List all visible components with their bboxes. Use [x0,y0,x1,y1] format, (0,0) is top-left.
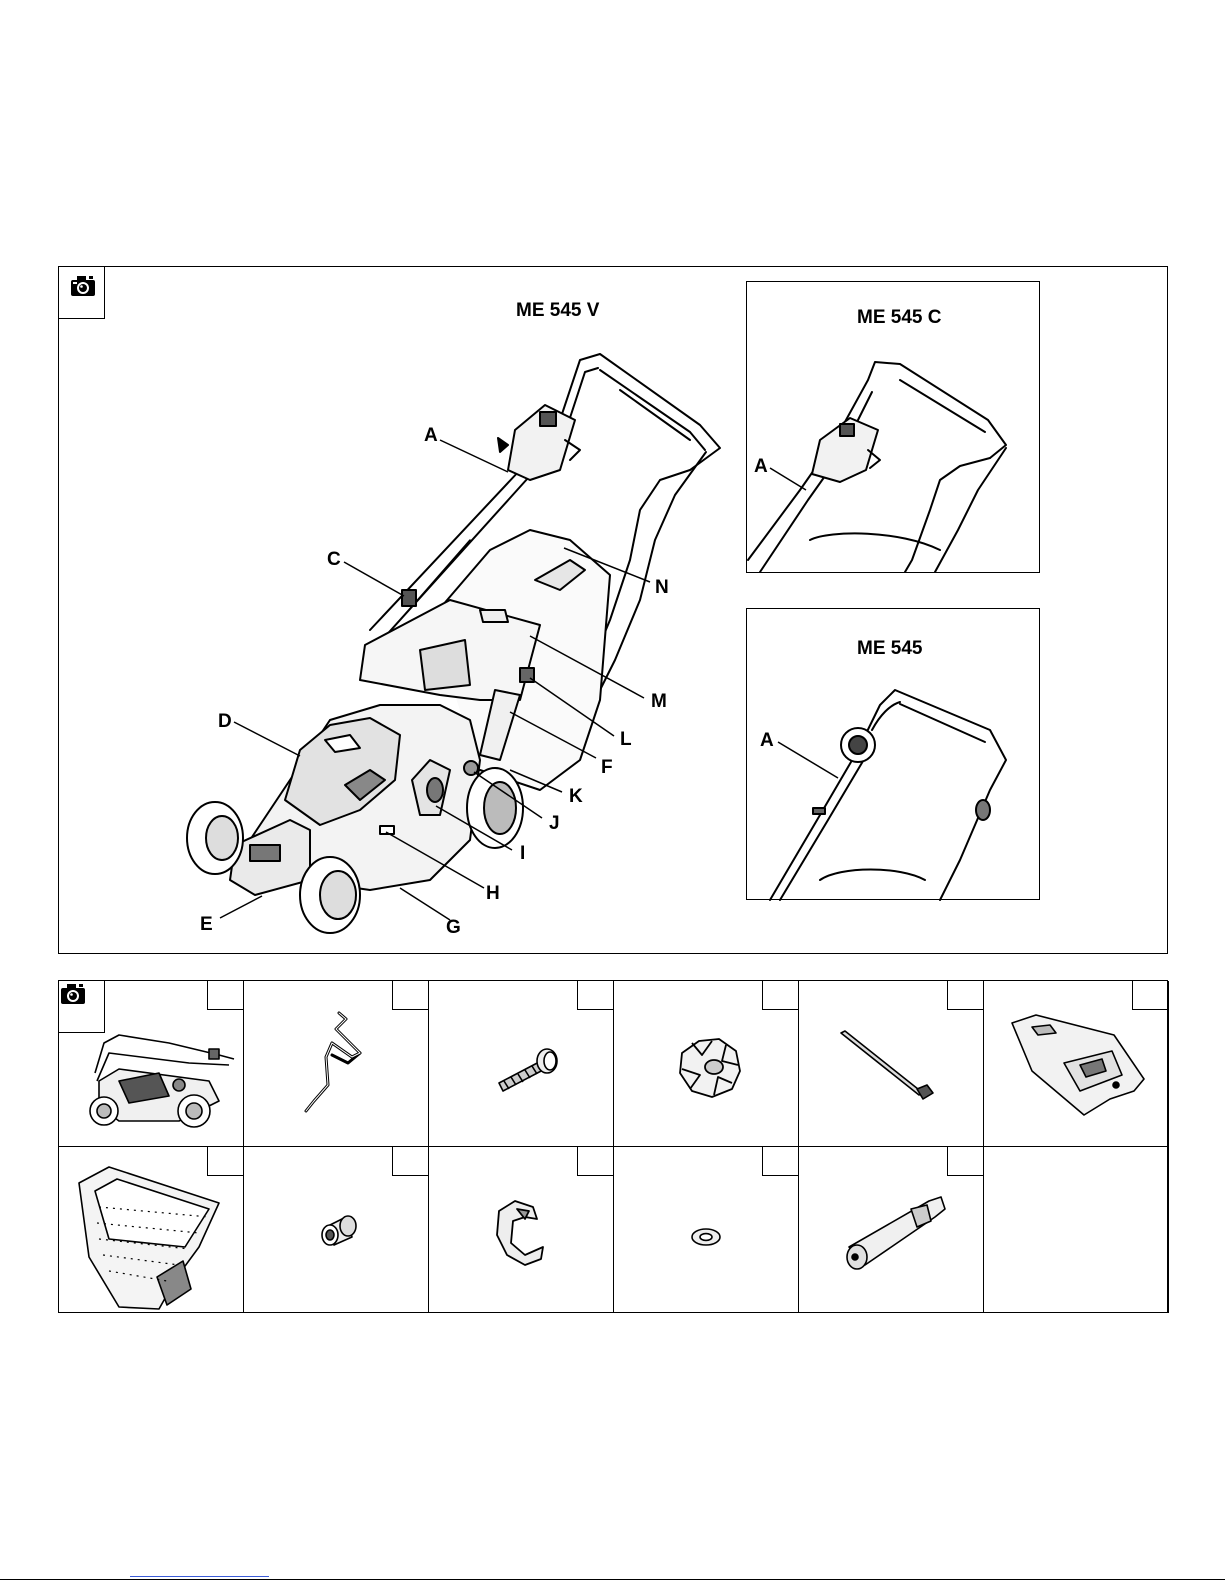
part-cell-9 [429,1147,614,1313]
parts-grid [58,980,1168,1313]
washer-image [614,1147,799,1313]
part-cell-4 [614,981,799,1147]
part-cell-10 [614,1147,799,1313]
grass-box-image [59,1147,244,1313]
star-knob-image [614,981,799,1147]
inset-plain-callout-a: A [760,731,774,750]
wire-clip-image [244,981,429,1147]
part-cell-8 [244,1147,429,1313]
cable-tie-image [799,981,984,1147]
part-cell-1 [59,981,244,1147]
footer-rule [0,1579,1225,1580]
part-cell-7 [59,1147,244,1313]
carriage-bolt-image [429,981,614,1147]
part-cell-11 [799,1147,984,1313]
handle-grip-image [799,1147,984,1313]
footer-link-underline[interactable] [130,1576,269,1577]
mulch-plug-image [984,981,1169,1147]
part-cell-5 [799,981,984,1147]
mower-assembly-image [59,981,244,1147]
spacer-image [244,1147,429,1313]
part-cell-6 [984,981,1169,1147]
part-cell-12 [984,1147,1169,1313]
cable-clip-image [429,1147,614,1313]
part-cell-2 [244,981,429,1147]
part-cell-3 [429,981,614,1147]
